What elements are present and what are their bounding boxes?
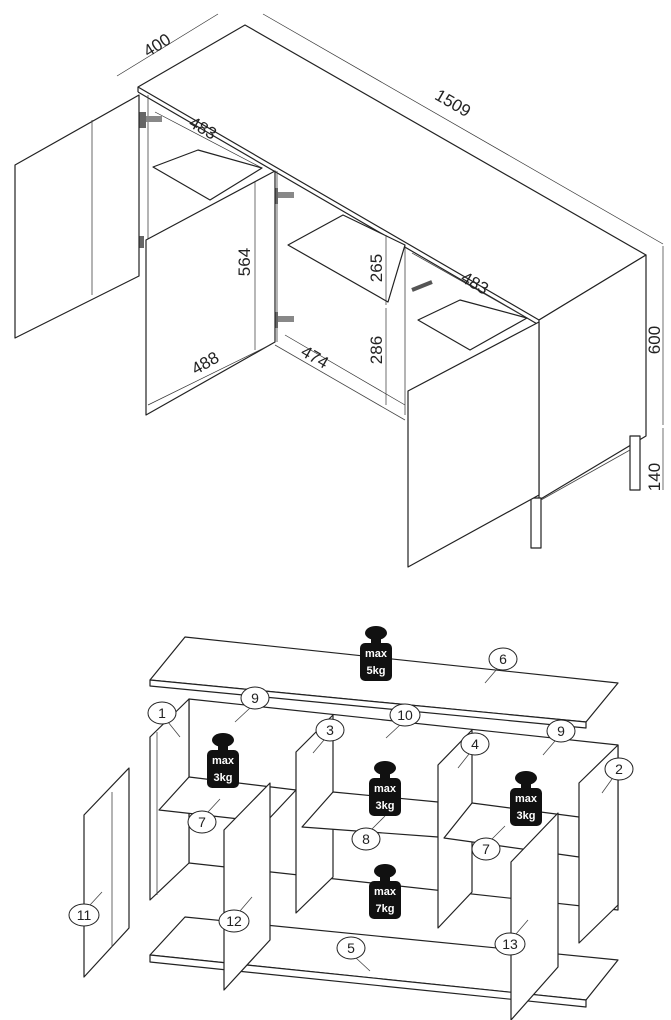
handle-icon (411, 280, 433, 292)
svg-text:max: max (515, 793, 538, 805)
svg-text:4: 4 (471, 736, 479, 752)
leg-height-dimension: 140 (645, 463, 664, 491)
svg-text:10: 10 (397, 707, 413, 723)
callout-8: 8 (351, 815, 386, 851)
svg-text:9: 9 (251, 690, 259, 706)
callout-10: 10 (385, 703, 421, 739)
weight-icon-bottom: max 7kg (369, 864, 401, 919)
svg-text:3: 3 (326, 722, 334, 738)
callout-11: 11 (68, 891, 103, 927)
side-panel-right (578, 744, 619, 944)
svg-text:3kg: 3kg (376, 800, 395, 812)
svg-text:7: 7 (198, 814, 206, 830)
svg-text:3kg: 3kg (214, 772, 233, 784)
svg-text:6: 6 (499, 651, 507, 667)
callout-12: 12 (218, 896, 253, 933)
door-11 (83, 767, 130, 978)
assembled-view: 400 1509 483 483 564 265 286 488 474 600… (14, 13, 664, 568)
svg-text:8: 8 (362, 831, 370, 847)
svg-text:9: 9 (557, 723, 565, 739)
width-dimension: 1509 (432, 86, 474, 121)
callout-3: 3 (312, 718, 345, 754)
svg-text:11: 11 (77, 907, 92, 923)
callout-5: 5 (336, 936, 371, 972)
svg-text:5: 5 (347, 940, 355, 956)
callout-7-left: 7 (187, 798, 221, 834)
upper-compartment-dimension: 265 (367, 254, 386, 282)
svg-text:max: max (374, 886, 397, 898)
part-callouts: 1 9 10 3 4 9 2 6 7 8 7 11 12 5 13 (68, 647, 634, 972)
callout-9-left: 9 (234, 686, 270, 723)
svg-text:2: 2 (615, 761, 623, 777)
leg-back (629, 435, 641, 491)
svg-text:12: 12 (226, 913, 242, 929)
door-height-dimension: 564 (235, 248, 254, 276)
weight-icon-top: max 5kg (360, 626, 392, 681)
callout-7-right: 7 (471, 825, 506, 861)
callout-6: 6 (484, 647, 518, 684)
body-height-dimension: 600 (645, 326, 664, 354)
callout-1: 1 (147, 701, 181, 738)
svg-text:13: 13 (502, 936, 518, 952)
door-13 (510, 812, 559, 1020)
callout-9-right: 9 (542, 719, 576, 756)
leg-front (530, 497, 542, 549)
callout-13: 13 (494, 919, 529, 956)
weight-icon-shelf-middle: max 3kg (369, 761, 401, 816)
svg-text:max: max (212, 755, 235, 767)
weight-icon-shelf-right: max 3kg (510, 771, 542, 826)
svg-text:5kg: 5kg (367, 665, 386, 677)
svg-text:7kg: 7kg (376, 903, 395, 915)
svg-text:1: 1 (158, 705, 166, 721)
door-12 (223, 782, 271, 991)
svg-text:max: max (374, 783, 397, 795)
callout-4: 4 (457, 732, 490, 769)
depth-dimension: 400 (140, 30, 174, 61)
left-door-open (14, 94, 140, 339)
callout-2: 2 (601, 757, 634, 794)
middle-door-open (145, 170, 276, 416)
exploded-view: max 5kg max 3kg max 3kg max 3kg max 7kg (68, 626, 634, 1020)
right-door (407, 321, 540, 568)
middle-shelf (287, 214, 406, 303)
inner-width-dimension: 474 (298, 342, 332, 373)
svg-text:7: 7 (482, 841, 490, 857)
svg-text:max: max (365, 648, 388, 660)
weight-icon-shelf-left: max 3kg (207, 733, 239, 788)
lower-compartment-dimension: 286 (367, 336, 386, 364)
svg-text:3kg: 3kg (517, 810, 536, 822)
